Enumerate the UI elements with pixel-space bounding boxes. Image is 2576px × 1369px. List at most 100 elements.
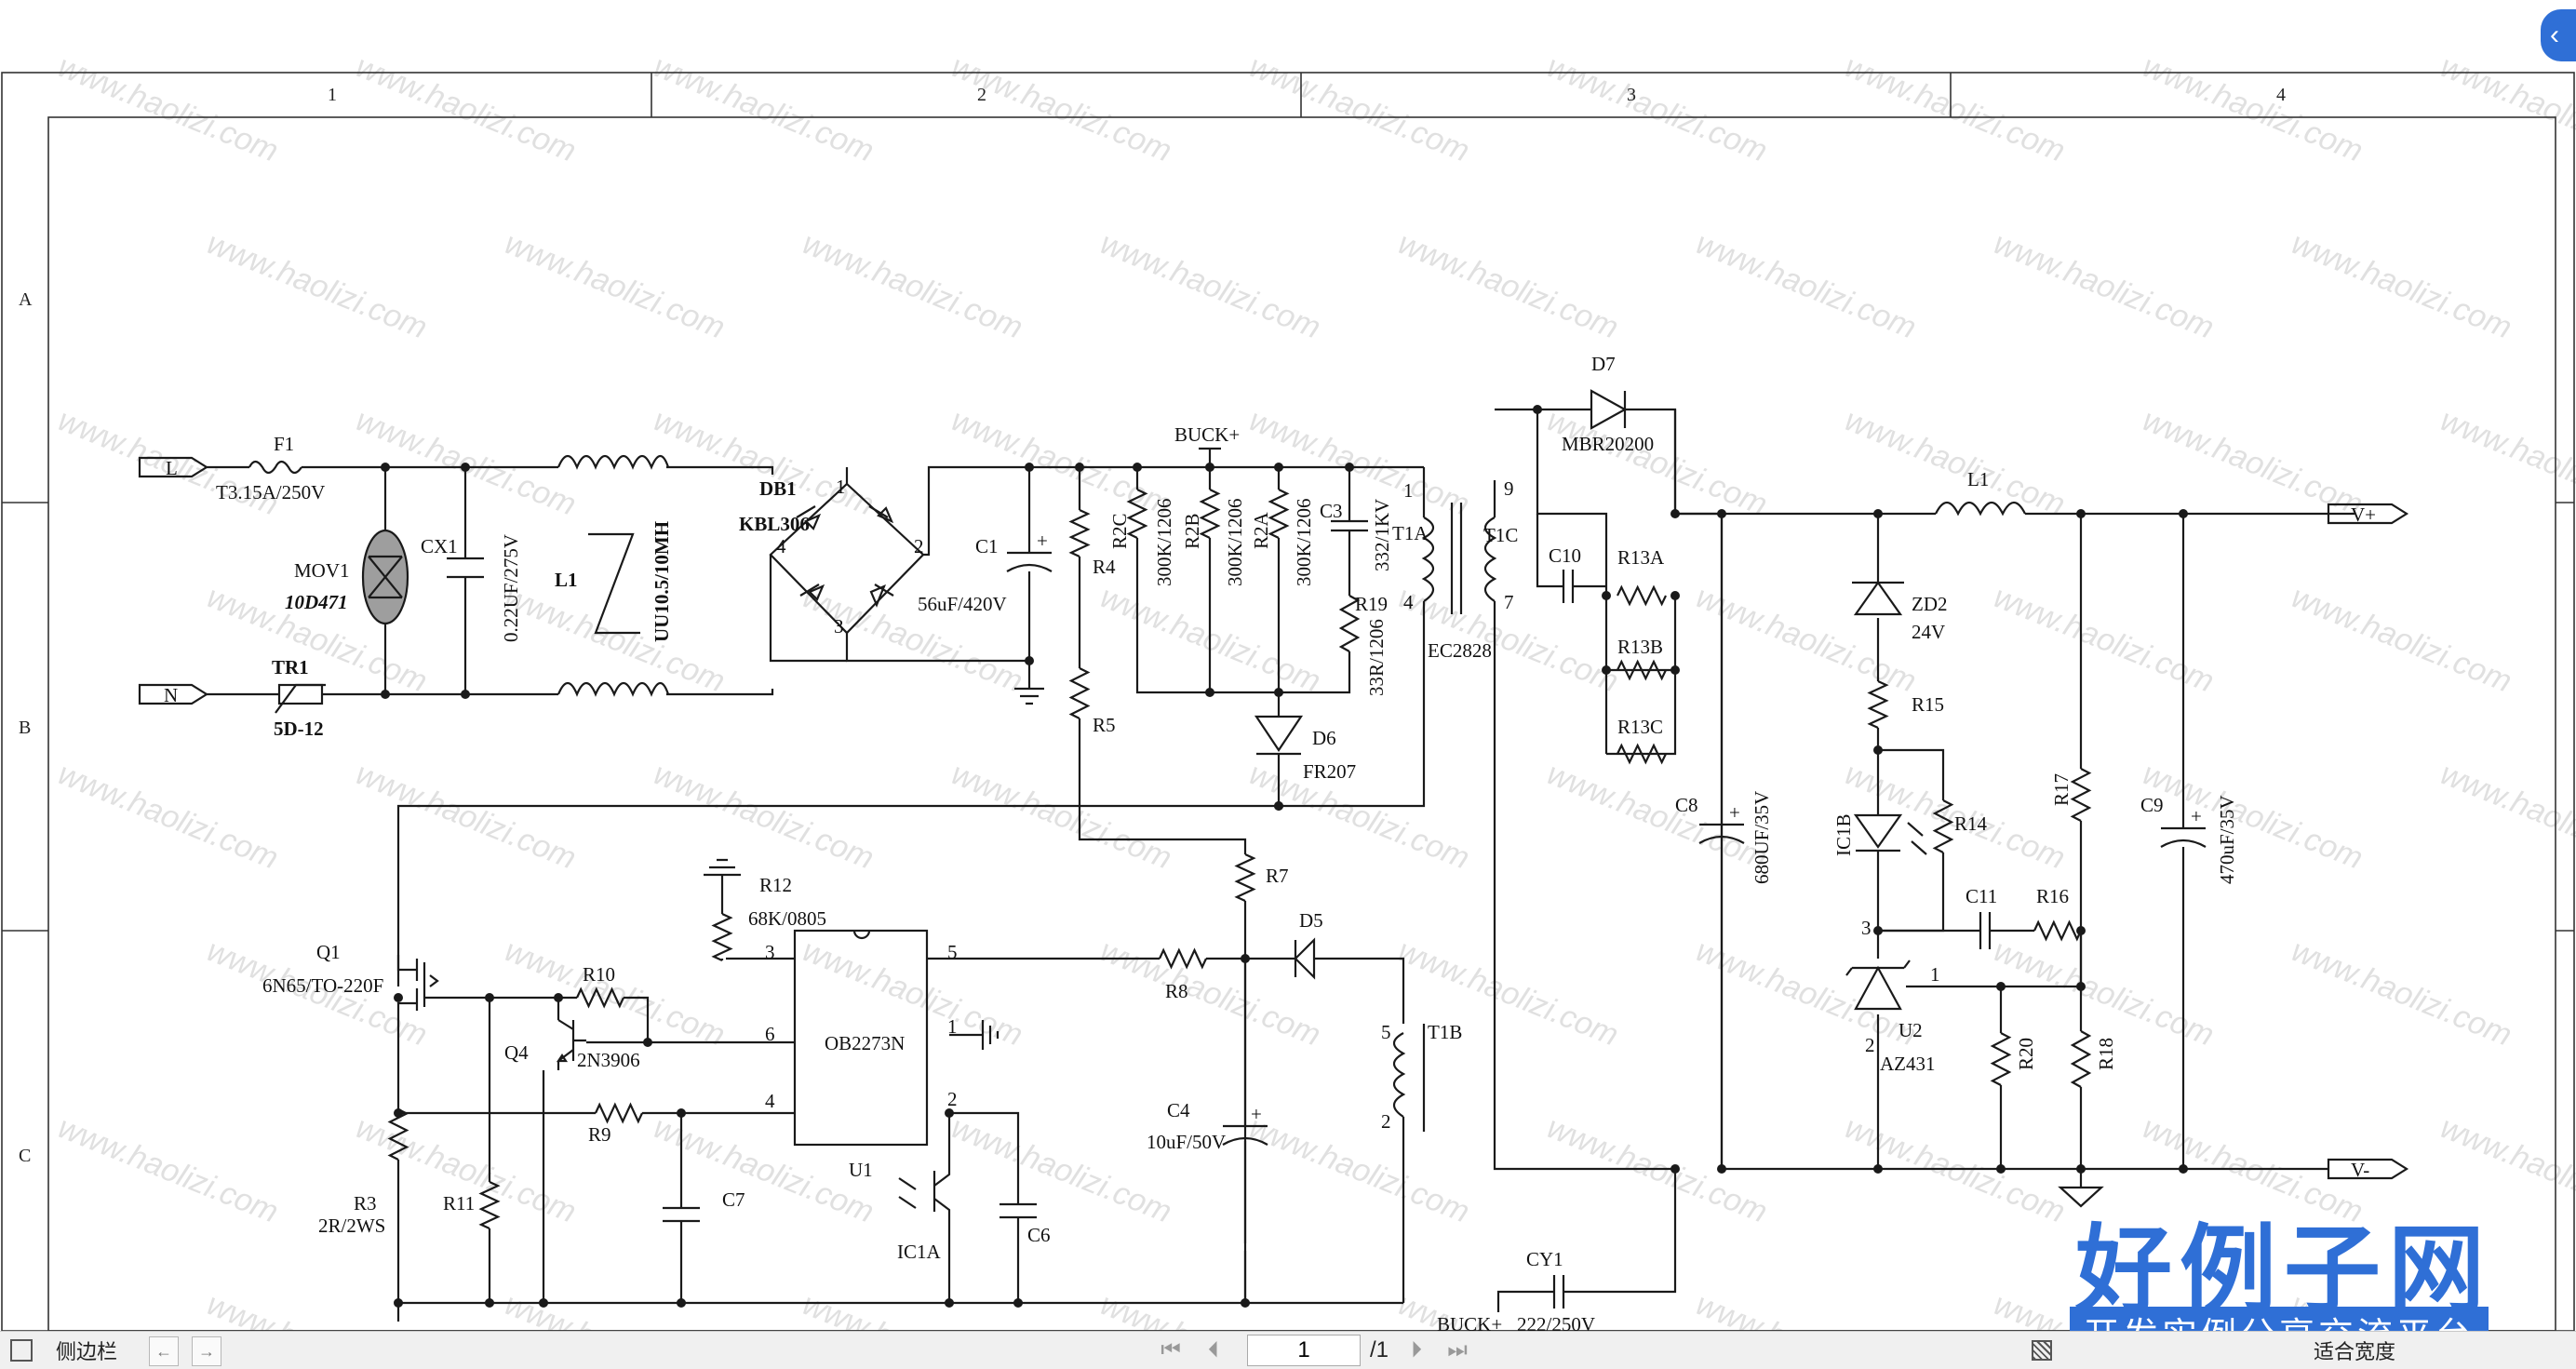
watermark-text: www.haolizi.com <box>946 48 1176 168</box>
net-flag-l: L <box>138 456 209 479</box>
watermark-text: www.haolizi.com <box>53 48 283 168</box>
r20-ref: R20 <box>2015 1038 2037 1070</box>
c8-symbol: + <box>1698 514 1745 844</box>
net-flag-vplus: V+ <box>2327 503 2409 526</box>
c8-value: 680UF/35V <box>1751 791 1773 884</box>
watermark-text: www.haolizi.com <box>1542 48 1772 168</box>
sidebar-toggle-icon[interactable] <box>7 1332 35 1369</box>
watermark-text: www.haolizi.com <box>2138 48 2368 168</box>
r18-resistor <box>2070 1030 2092 1088</box>
schematic-diagram: www.haolizi.com www.haolizi.com www.haoliz… <box>1 48 2576 1331</box>
r13c-ref: R13C <box>1617 716 1663 738</box>
t1a-value: EC2828 <box>1428 639 1492 662</box>
r12-value: 68K/0805 <box>748 907 826 930</box>
r2a-value: 300K/1206 <box>1293 499 1315 587</box>
page-total: /1 <box>1369 1337 1389 1362</box>
watermark-text: www.haolizi.com <box>2287 933 2516 1053</box>
next-page-icon[interactable]: ⏵ <box>1411 1337 1422 1362</box>
zone-col-1: 1 <box>328 85 337 105</box>
r19-value: 33R/1206 <box>1365 619 1388 696</box>
db1-ref: DB1 <box>759 477 797 500</box>
watermark-text: www.haolizi.com <box>1989 933 2219 1053</box>
zd2-symbol <box>1852 581 1904 616</box>
q4-value: 2N3906 <box>577 1049 640 1071</box>
c4-ref: C4 <box>1167 1099 1190 1121</box>
watermark-text: www.haolizi.com <box>946 1109 1176 1229</box>
u1-pin6: 6 <box>765 1023 775 1045</box>
zone-col-4: 4 <box>2276 85 2286 105</box>
q1-mosfet <box>396 955 443 1018</box>
page-number-input[interactable] <box>1247 1335 1361 1366</box>
c1-value: 56uF/420V <box>918 593 1007 615</box>
watermark-text: www.haolizi.com <box>1095 1286 1325 1331</box>
c3-ref: C3 <box>1320 500 1343 522</box>
d6-ref: D6 <box>1312 727 1336 749</box>
r14-resistor <box>1932 799 1954 853</box>
zd2-value: 24V <box>1912 621 1945 643</box>
ic1b-led <box>1853 813 1927 855</box>
c7-symbol <box>663 1206 700 1223</box>
watermark-text: www.haolizi.com <box>1393 225 1623 345</box>
cx1-symbol <box>447 557 484 579</box>
c11-ref: C11 <box>1966 885 1997 907</box>
watermark-text: www.haolizi.com <box>649 1109 879 1229</box>
u1-pin5: 5 <box>947 941 958 963</box>
arrow-left-icon: ‹ <box>2550 20 2559 50</box>
l1-output-ref: L1 <box>1967 468 1989 490</box>
zone-col-3: 3 <box>1627 85 1636 105</box>
fit-page-icon[interactable] <box>2029 1332 2055 1369</box>
back-arrow-icon[interactable]: ← <box>149 1336 179 1366</box>
watermark-text: www.haolizi.com <box>1542 402 1772 522</box>
viewer-status-bar: 侧边栏 ← → ⏮ ⏴ /1 ⏵ ⏭ 适合宽度 <box>0 1331 2576 1369</box>
l1-input-value: UU10.5/10MH <box>651 521 673 642</box>
r5-resistor <box>1068 667 1091 719</box>
c9-value: 470uF/35V <box>2216 795 2238 884</box>
watermark-text: www.haolizi.com <box>1244 48 1474 168</box>
r9-resistor <box>595 1102 643 1124</box>
watermark-text: www.haolizi.com <box>1691 933 1921 1053</box>
d5-ref: D5 <box>1299 909 1323 932</box>
watermark-text: www.haolizi.com <box>1244 1109 1474 1229</box>
r9-ref: R9 <box>588 1123 611 1146</box>
q1-ref: Q1 <box>316 941 341 963</box>
prev-page-icon[interactable]: ⏴ <box>1208 1337 1219 1362</box>
r3-value: 2R/2WS <box>318 1215 385 1237</box>
watermark-text: www.haolizi.com <box>1691 225 1921 345</box>
net-flag-n: N <box>138 683 209 706</box>
net-n-label: N <box>164 684 178 706</box>
junctions <box>381 405 2188 1308</box>
cx1-value: 0.22UF/275V <box>500 534 522 642</box>
t1b-pin5: 5 <box>1381 1021 1391 1043</box>
tr1-ref: TR1 <box>272 656 309 678</box>
ground-symbol-u1 <box>979 1020 1000 1050</box>
f1-ref: F1 <box>274 433 294 455</box>
zoom-mode-label[interactable]: 适合宽度 <box>2313 1340 2395 1363</box>
t1b-ref: T1B <box>1428 1021 1462 1043</box>
c4-value: 10uF/50V <box>1147 1131 1226 1153</box>
corner-expand-button[interactable]: ‹ <box>2541 9 2576 61</box>
watermark-text: www.haolizi.com <box>1840 48 2070 168</box>
r14-ref: R14 <box>1954 812 1988 835</box>
watermark-text: www.haolizi.com <box>351 48 581 168</box>
l1-output-inductor <box>1935 501 2026 517</box>
r20-resistor <box>1990 1032 2012 1086</box>
c8-ref: C8 <box>1675 794 1698 816</box>
db1-pin2: 2 <box>914 535 924 557</box>
d7-value: MBR20200 <box>1562 433 1654 455</box>
watermark-layer: www.haolizi.com www.haolizi.com www.haoliz… <box>53 48 2576 1331</box>
q1-value: 6N65/TO-220F <box>262 974 383 997</box>
watermark-text: www.haolizi.com <box>500 579 730 699</box>
r18-ref: R18 <box>2095 1038 2117 1070</box>
c6-symbol <box>1000 1202 1037 1219</box>
db1-bridge <box>769 482 925 635</box>
forward-arrow-icon[interactable]: → <box>192 1336 221 1366</box>
last-page-icon[interactable]: ⏭ <box>1447 1337 1468 1362</box>
first-page-icon[interactable]: ⏮ <box>1161 1337 1181 1362</box>
r10-resistor <box>576 986 624 1009</box>
r8-resistor <box>1159 947 1207 970</box>
r4-ref: R4 <box>1093 556 1116 578</box>
c11-symbol <box>1979 912 1992 949</box>
ground-symbol-vminus <box>2058 1186 2104 1208</box>
d7-symbol <box>1590 389 1628 430</box>
sidebar-label[interactable]: 侧边栏 <box>55 1340 117 1363</box>
